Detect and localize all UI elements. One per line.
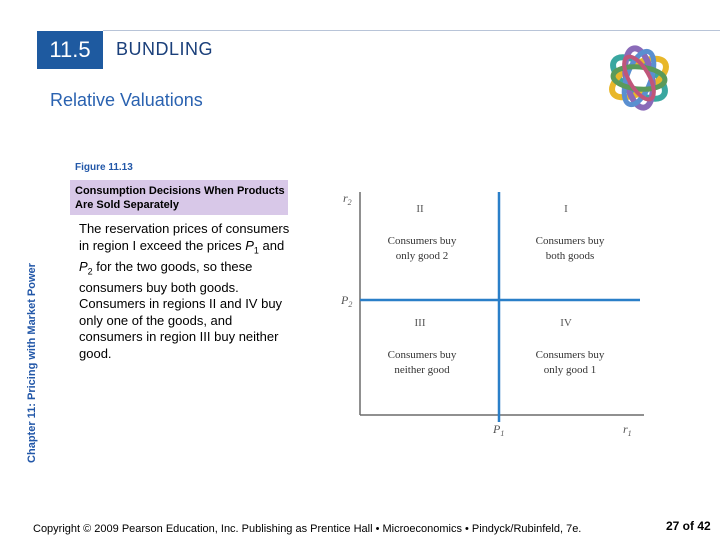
region-iii-text-line2: neither good [394,364,450,376]
price-symbol: P [245,237,254,253]
slide-subtitle: Relative Valuations [50,90,203,110]
copyright-footer: Copyright © 2009 Pearson Education, Inc.… [33,523,582,535]
p1-label: P1 [492,422,504,438]
region-i-text-line2: both goods [546,250,595,262]
rings-logo-icon [609,45,669,111]
body-paragraph-1: The reservation prices of consumers in r… [79,221,294,296]
caption-background [70,180,288,215]
y-axis-label: r2 [343,191,352,207]
header-rule [103,30,720,31]
region-ii-text-line2: only good 2 [396,250,449,262]
region-ii-text-line1: Consumers buy [388,235,457,247]
price-subscript: 1 [253,245,259,256]
section-title: BUNDLING [116,39,214,59]
region-ii-numeral: II [416,203,424,215]
region-iii-text-line1: Consumers buy [388,349,457,361]
p2-label: P2 [340,293,352,309]
region-iv-text-line1: Consumers buy [536,349,605,361]
region-i-text-line1: Consumers buy [536,235,605,247]
chapter-label: Chapter 11: Pricing with Market Power [26,263,38,463]
page-number: 27 of 42 [666,519,711,533]
region-iii-numeral: III [415,317,426,329]
x-axis-label: r1 [623,422,632,438]
body-text-span: for the two goods, so these consumers bu… [79,258,253,295]
body-paragraph-2: Consumers in regions II and IV buy only … [79,296,283,361]
figure-label: Figure 11.13 [75,162,133,173]
region-iv-text-line2: only good 1 [544,364,597,376]
price-subscript: 2 [87,266,93,277]
body-text: The reservation prices of consumers in r… [79,221,294,362]
price-symbol: P [79,258,88,274]
body-text-span: The reservation prices of consumers in r… [79,221,290,253]
body-text-span: and [258,237,285,253]
figure-caption: Consumption Decisions When Products Are … [75,185,285,211]
relative-valuations-diagram: r2 r1 P1 P2 II Consumers buy only good 2… [340,191,644,438]
region-i-numeral: I [564,203,568,215]
section-number-badge: 11.5 [37,31,103,69]
region-iv-numeral: IV [560,317,572,329]
